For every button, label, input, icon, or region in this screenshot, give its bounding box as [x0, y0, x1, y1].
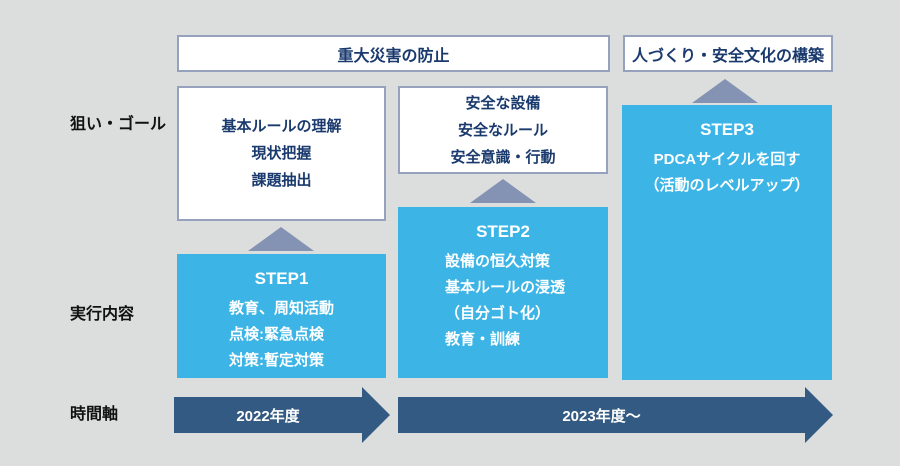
step1-panel: STEP1 教育、周知活動 点検:緊急点検 対策:暫定対策 — [177, 254, 386, 378]
goal-box-step2: 安全な設備 安全なルール 安全意識・行動 — [398, 86, 608, 174]
step2-title: STEP2 — [476, 222, 530, 241]
timeline-arrow-2023: 2023年度～ — [398, 397, 805, 433]
step3-panel: STEP3 PDCAサイクルを回す （活動のレベルアップ） — [622, 105, 832, 380]
row-label-execution-content: 実行内容 — [70, 306, 135, 323]
step2-panel: STEP2 設備の恒久対策 基本ルールの浸透 （自分ゴト化） 教育・訓練 — [398, 207, 608, 378]
up-arrow-icon-step2 — [470, 179, 536, 203]
timeline-arrow-2022: 2022年度 — [174, 397, 362, 433]
timeline-arrow-2023-head-icon — [805, 387, 833, 443]
step3-actions: PDCAサイクルを回す （活動のレベルアップ） — [644, 151, 810, 194]
row-label-aim-goal: 狙い・ゴール — [70, 116, 167, 133]
timeline-arrow-2022-head-icon — [362, 387, 390, 443]
up-arrow-icon-step1 — [248, 227, 314, 251]
row-label-time-axis: 時間軸 — [70, 406, 119, 423]
banner-major-disaster-prevention: 重大災害の防止 — [177, 35, 610, 72]
banner-safety-culture-building: 人づくり・安全文化の構築 — [623, 35, 833, 72]
up-arrow-icon-step3 — [692, 79, 758, 103]
step2-actions: 設備の恒久対策 基本ルールの浸透 （自分ゴト化） 教育・訓練 — [445, 253, 566, 348]
step1-title: STEP1 — [254, 269, 309, 288]
step3-title: STEP3 — [700, 120, 754, 139]
step1-actions: 教育、周知活動 点検:緊急点検 対策:暫定対策 — [229, 300, 335, 369]
goal-box-step1: 基本ルールの理解 現状把握 課題抽出 — [177, 86, 386, 221]
